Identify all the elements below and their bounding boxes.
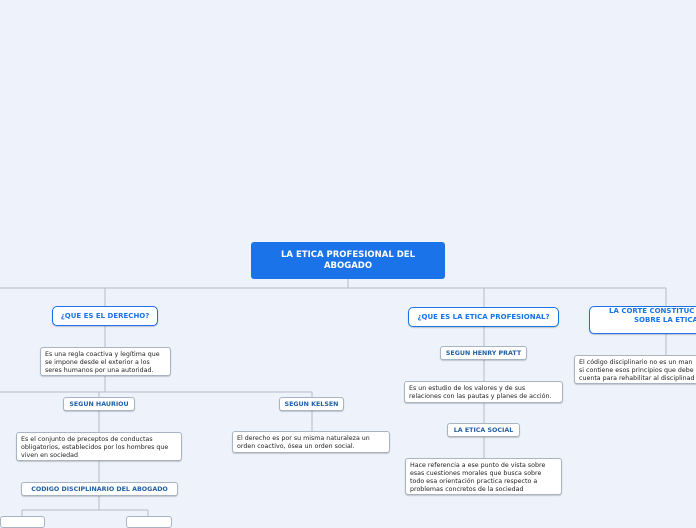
note-etica-social[interactable]: Hace referencia a ese punto de vista sob… (405, 458, 562, 495)
subtopic-la-etica-social[interactable]: LA ETICA SOCIAL (447, 423, 520, 437)
note-henry-pratt[interactable]: Es un estudio de los valores y de sus re… (404, 381, 563, 403)
connector (22, 496, 148, 511)
subtopic-segun-kelsen[interactable]: SEGUN KELSEN (279, 397, 344, 411)
topic-que-es-el-derecho[interactable]: ¿QUE ES EL DERECHO? (52, 306, 158, 326)
subtopic-partial-right[interactable] (126, 516, 172, 528)
note-hauriou[interactable]: Es el conjunto de preceptos de conductas… (16, 432, 182, 461)
note-derecho-definition[interactable]: Es una regla coactiva y legítima que se … (40, 347, 171, 376)
connector (21, 510, 149, 516)
central-topic[interactable]: LA ETICA PROFESIONAL DEL ABOGADO (251, 242, 445, 279)
subtopic-segun-hauriou[interactable]: SEGUN HAURIOU (63, 397, 135, 411)
topic-que-es-la-etica-profesional[interactable]: ¿QUE ES LA ETICA PROFESIONAL? (408, 307, 559, 327)
subtopic-partial-left[interactable] (0, 516, 45, 528)
subtopic-segun-henry-pratt[interactable]: SEGUN HENRY PRATT (440, 346, 527, 360)
subtopic-codigo-disciplinario[interactable]: CODIGO DISCIPLINARIO DEL ABOGADO (21, 482, 178, 496)
note-kelsen[interactable]: El derecho es por su misma naturaleza un… (232, 431, 390, 453)
